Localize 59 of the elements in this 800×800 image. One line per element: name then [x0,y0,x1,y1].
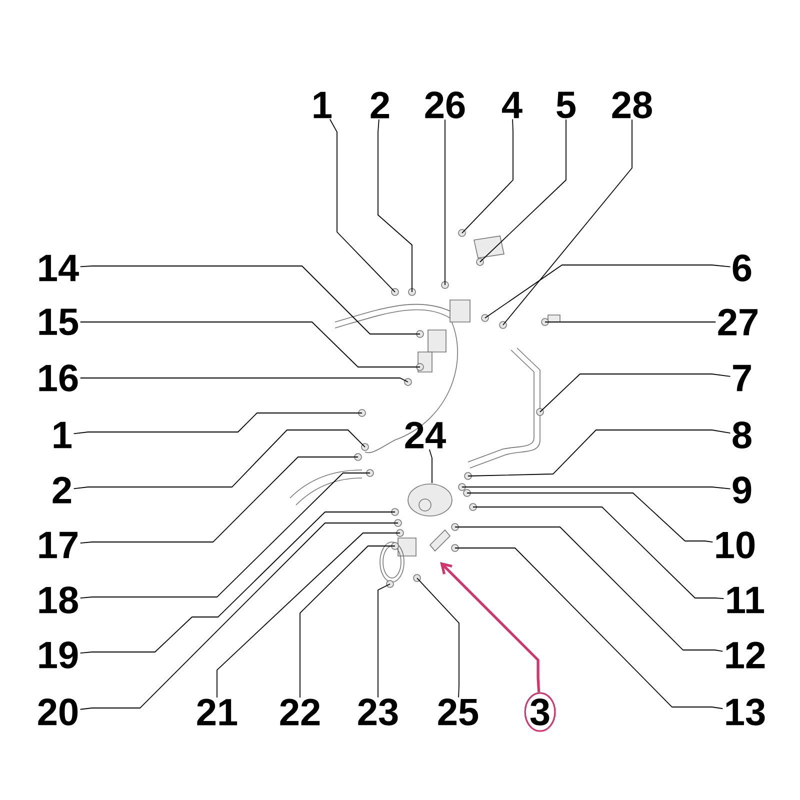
callout-number: 22 [280,698,320,726]
callout-number: 26 [425,92,465,118]
leader-line [378,119,412,292]
callout-number: 8 [732,422,752,448]
leader-line [502,119,632,326]
callout-number: 24 [405,422,446,448]
leader-line [80,378,408,382]
callout-number: 1 [314,92,332,118]
leader-line [462,118,514,234]
leader-line [480,119,566,262]
leader-line [454,548,724,710]
callout-number: 13 [726,698,765,726]
arrow [440,562,540,692]
leader-line [329,118,396,292]
callout-number: 6 [732,254,752,282]
callout-number: 23 [358,698,398,726]
callout-number: 21 [197,698,238,726]
circled-callout-number: 3 [524,692,556,732]
leader-line [462,486,731,490]
leader-line [80,512,396,654]
leader-line [444,119,446,286]
callout-number: 12 [726,642,765,668]
leader-line [216,532,400,698]
callout-number: 10 [716,532,755,558]
leader-line [468,430,731,476]
leader-line [428,449,432,484]
leader-line [80,522,398,710]
callout-number: 4 [502,92,522,118]
callout-number: 15 [39,308,78,336]
leader-line [300,546,396,698]
leader-line [416,578,460,698]
callout-number: 28 [612,92,652,118]
callout-number: 14 [39,254,79,282]
leader-line [540,374,731,412]
leader-line [80,266,420,334]
callout-number: 5 [556,92,576,118]
leader-line [378,584,390,698]
leader-line [454,526,724,652]
leader-line [73,412,362,434]
callout-number: 2 [52,476,72,504]
callout-number: 18 [39,586,78,614]
leader-line [472,506,724,600]
leader-line [80,456,358,544]
leader-line [466,492,714,542]
callout-number: 11 [727,586,764,614]
leader-line [484,264,731,318]
callout-number: 16 [39,364,78,392]
leader-line [73,430,366,490]
callout-number: 19 [39,642,78,668]
callout-number: 9 [732,476,752,504]
callout-number: 2 [370,92,390,118]
callout-number: 25 [438,698,478,726]
callout-number: 20 [38,698,78,726]
callout-number: 7 [733,364,751,392]
callout-number: 1 [54,422,72,448]
callout-number: 27 [718,308,758,336]
callout-number: 17 [39,532,78,558]
leader-line [80,322,420,368]
leader-line [80,472,370,598]
